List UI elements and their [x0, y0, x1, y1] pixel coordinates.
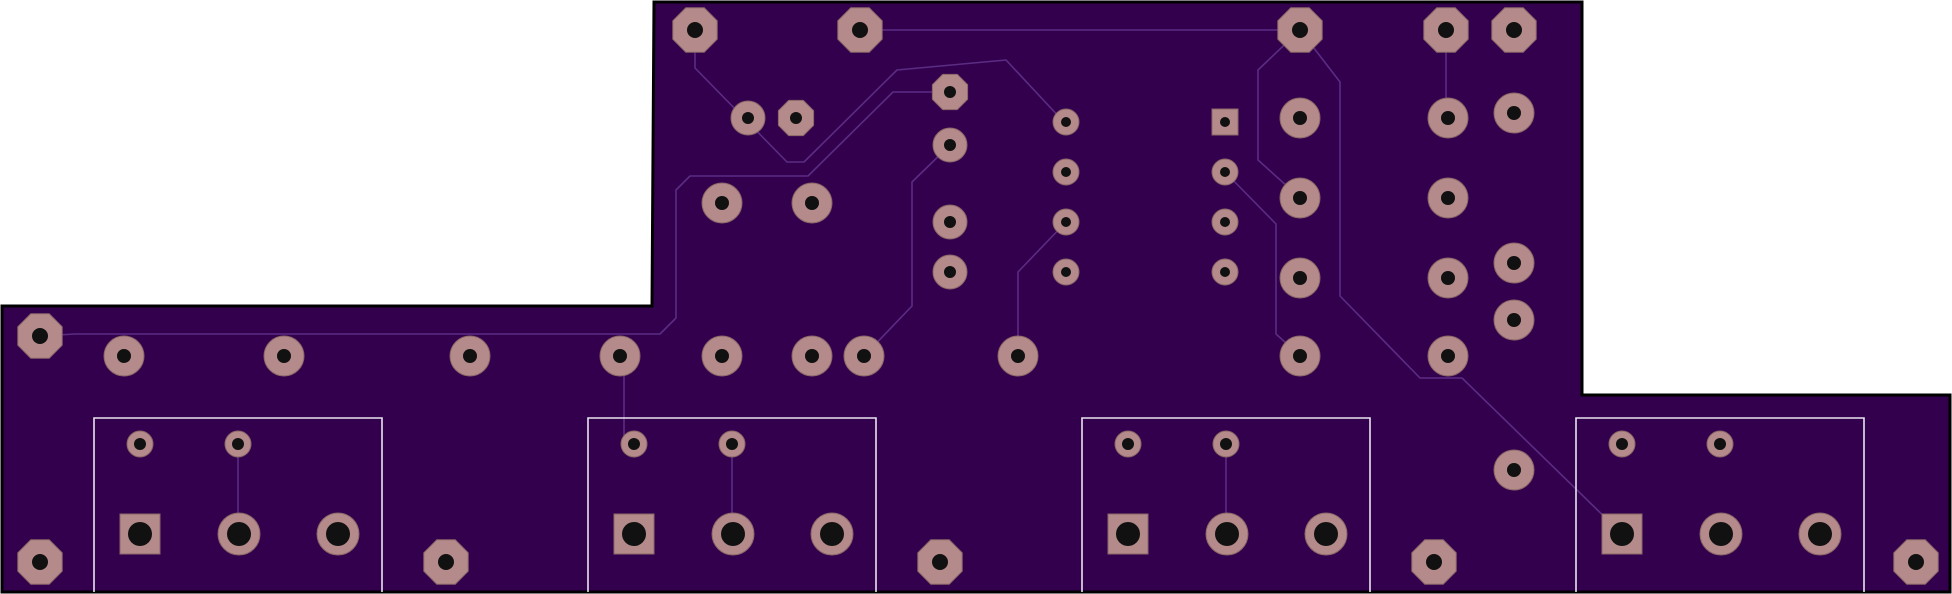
trace-left-bus	[39, 91, 949, 337]
pad-mount-top-1-drill	[687, 22, 703, 38]
trace-resistor-link	[863, 144, 951, 357]
pad-side-3-drill	[1507, 313, 1521, 327]
jack-1-small-pad-2-drill	[232, 438, 244, 450]
jack-2-silkscreen	[587, 417, 877, 592]
pad-header-8-drill	[1441, 349, 1455, 363]
pad-mount-top-5-drill	[1506, 22, 1522, 38]
pad-trim-top-drill	[944, 86, 956, 98]
pad-header-2-drill	[1293, 191, 1307, 205]
pad-dip-4-drill	[1061, 217, 1071, 227]
pad-dip-7-drill	[1220, 167, 1230, 177]
silkscreen-outlines	[93, 417, 1865, 592]
pad-pot-b-drill	[790, 112, 802, 124]
pad-resistor-4a-drill	[857, 349, 871, 363]
pad-dip-3-drill	[1061, 167, 1071, 177]
pad-side-1-drill	[1507, 106, 1521, 120]
pad-mount-bottom-1-drill	[32, 554, 48, 570]
trace-left-vertical	[1257, 29, 1301, 197]
pad-header-3-drill	[1293, 271, 1307, 285]
pad-pot-a-drill	[742, 112, 754, 124]
pad-mount-bottom-4-drill	[1426, 554, 1442, 570]
pad-mount-bottom-5-drill	[1908, 554, 1924, 570]
jack-2-pin-2-drill	[721, 522, 745, 546]
pad-header-4-drill	[1293, 349, 1307, 363]
pad-dip-pin1-drill	[1220, 117, 1230, 127]
jack-3-pin-1-drill	[1116, 522, 1140, 546]
jack-4-small-pad-2-drill	[1714, 438, 1726, 450]
jack-1-small-pad-1-drill	[134, 438, 146, 450]
copper-traces	[39, 29, 1619, 531]
pad-trim-1-drill	[944, 139, 956, 151]
jack-1-pin-1-drill	[128, 522, 152, 546]
pad-trim-3-drill	[944, 266, 956, 278]
pad-header-5-drill	[1441, 111, 1455, 125]
pad-cap-1b-drill	[805, 196, 819, 210]
pad-resistor-1a-drill	[117, 349, 131, 363]
trace-mount-loop	[694, 29, 1063, 163]
pad-resistor-3b-drill	[805, 349, 819, 363]
jack-3-small-pad-2-drill	[1220, 438, 1232, 450]
component-pads	[17, 7, 1939, 585]
jack-2-pin-1-drill	[622, 522, 646, 546]
pad-mount-bottom-2-drill	[438, 554, 454, 570]
pad-resistor-1b-drill	[277, 349, 291, 363]
pad-cap-1a-drill	[715, 196, 729, 210]
jack-3-pin-3-drill	[1314, 522, 1338, 546]
jack-2-small-pad-1-drill	[628, 438, 640, 450]
jack-1-silkscreen	[93, 417, 383, 592]
pad-header-7-drill	[1441, 271, 1455, 285]
jack-4-pin-1-drill	[1610, 522, 1634, 546]
pad-mount-top-2-drill	[852, 22, 868, 38]
trace-right-vertical	[1299, 29, 1619, 531]
pad-header-1-drill	[1293, 111, 1307, 125]
pad-dip-1b-drill	[1061, 267, 1071, 277]
pad-header-6-drill	[1441, 191, 1455, 205]
pad-resistor-2a-drill	[463, 349, 477, 363]
pad-resistor-3a-drill	[715, 349, 729, 363]
pad-mount-top-4-drill	[1438, 22, 1454, 38]
jack-4-pin-2-drill	[1709, 522, 1733, 546]
jack-3-pin-2-drill	[1215, 522, 1239, 546]
pad-side-4-drill	[1507, 463, 1521, 477]
pad-mount-bottom-3-drill	[932, 554, 948, 570]
pad-side-2-drill	[1507, 256, 1521, 270]
pad-dip-5-drill	[1220, 267, 1230, 277]
jack-1-pin-2-drill	[227, 522, 251, 546]
jack-2-pin-3-drill	[820, 522, 844, 546]
jack-4-pin-3-drill	[1808, 522, 1832, 546]
pad-trim-2-drill	[944, 216, 956, 228]
pad-dip-6-drill	[1220, 217, 1230, 227]
pad-resistor-4b-drill	[1011, 349, 1025, 363]
trace-dip-left	[1017, 221, 1067, 357]
jack-3-small-pad-1-drill	[1122, 438, 1134, 450]
pad-mount-left-drill	[32, 328, 48, 344]
jack-3-silkscreen	[1081, 417, 1371, 592]
pad-resistor-2b-drill	[613, 349, 627, 363]
pad-dip-2-drill	[1061, 117, 1071, 127]
pad-mount-top-3-drill	[1292, 22, 1308, 38]
jack-1-pin-3-drill	[326, 522, 350, 546]
jack-4-small-pad-1-drill	[1616, 438, 1628, 450]
jack-4-silkscreen	[1575, 417, 1865, 592]
jack-2-small-pad-2-drill	[726, 438, 738, 450]
